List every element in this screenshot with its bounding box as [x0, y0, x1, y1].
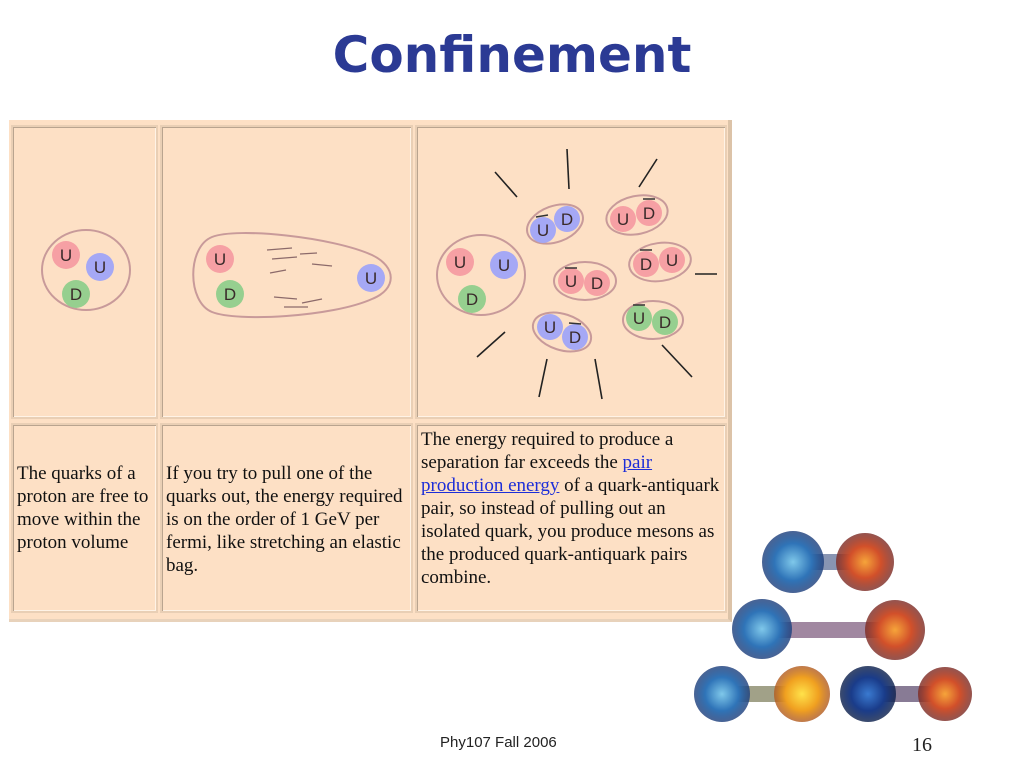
stretch-caption: If you try to pull one of the quarks out… — [166, 463, 403, 576]
svg-text:D: D — [569, 328, 581, 347]
cell-mesons-diagram: U U D U D — [415, 125, 727, 419]
svg-text:U: U — [60, 246, 72, 265]
cell-stretch-caption: If you try to pull one of the quarks out… — [160, 423, 413, 613]
svg-text:U: U — [537, 221, 549, 240]
mesons-diagram: U U D U D — [436, 148, 717, 400]
quark-u-blue: U — [86, 253, 114, 281]
slide-footer: Phy107 Fall 2006 — [440, 734, 557, 751]
quark-d-green: D — [216, 280, 244, 308]
svg-text:U: U — [633, 309, 645, 328]
meson-dbar-u-right: D U — [628, 241, 692, 283]
slide-title: Confinement — [332, 26, 692, 84]
meson-blob-bottom-right — [840, 666, 972, 722]
quark-d-green: D — [62, 280, 90, 308]
svg-text:U: U — [544, 318, 556, 337]
svg-text:D: D — [70, 285, 82, 304]
svg-text:U: U — [214, 250, 226, 269]
meson-blob-illustration — [694, 531, 972, 722]
svg-text:U: U — [565, 272, 577, 291]
cell-proton-caption: The quarks of a proton are free to move … — [11, 423, 158, 613]
mesons-caption-end: of a quark-antiquark pair, so instead of… — [421, 475, 720, 588]
proton-diagram: U U D — [41, 229, 131, 311]
quark-u-red: U — [52, 241, 80, 269]
meson-blob-bottom-left — [694, 666, 830, 722]
meson-ubar-d-green: U D — [622, 300, 684, 340]
quark-u-red: U — [446, 248, 474, 276]
svg-text:U: U — [454, 253, 466, 272]
svg-text:D: D — [643, 204, 655, 223]
stretch-diagram: U D U — [192, 232, 392, 319]
meson-blob-top — [762, 531, 894, 593]
confinement-table: U U D — [9, 120, 732, 622]
svg-text:D: D — [591, 274, 603, 293]
svg-text:U: U — [365, 269, 377, 288]
svg-text:U: U — [617, 210, 629, 229]
meson-u-dbar-bottom: U D — [531, 311, 593, 353]
svg-text:U: U — [94, 258, 106, 277]
meson-ubar-d-top: U D — [526, 203, 584, 245]
quark-u-blue: U — [490, 251, 518, 279]
tension-lines — [266, 247, 333, 308]
svg-text:D: D — [561, 210, 573, 229]
meson-blob-middle — [732, 599, 925, 660]
svg-text:U: U — [498, 256, 510, 275]
svg-text:D: D — [224, 285, 236, 304]
cell-stretch-diagram: U D U — [160, 125, 413, 419]
mesons-caption: The energy required to produce a separat… — [421, 428, 725, 589]
svg-text:D: D — [640, 255, 652, 274]
burst-lines — [476, 148, 717, 400]
svg-text:D: D — [659, 313, 671, 332]
svg-text:D: D — [466, 290, 478, 309]
quark-d-green: D — [458, 285, 486, 313]
pair-production-energy-link[interactable]: pair production energy — [421, 452, 653, 496]
quark-u-blue: U — [357, 264, 385, 292]
cell-mesons-caption: The energy required to produce a separat… — [415, 423, 727, 613]
quark-u-red: U — [206, 245, 234, 273]
meson-u-dbar-top: U D — [605, 194, 669, 236]
proton-caption: The quarks of a proton are free to move … — [17, 463, 149, 553]
page-number: 16 — [912, 734, 932, 756]
mesons-caption-start: The energy required to produce a separat… — [421, 429, 674, 473]
meson-ubar-d-middle: U D — [553, 261, 617, 301]
cell-proton-diagram: U U D — [11, 125, 158, 419]
svg-text:U: U — [666, 251, 678, 270]
